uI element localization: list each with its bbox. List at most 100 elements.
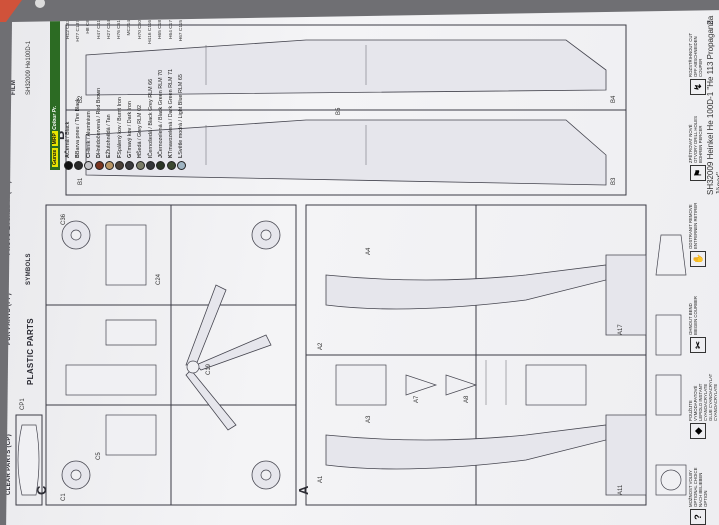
part-label-a7: A7 xyxy=(414,395,420,403)
paint-code: H65 C18 xyxy=(158,20,164,39)
paint-row: H Šedá / Grey RLM 02 H70 C60 xyxy=(135,20,145,170)
wing-lower xyxy=(85,119,607,186)
clear-sprue xyxy=(15,414,43,506)
paint-letter: B xyxy=(75,154,82,158)
paint-letter: H xyxy=(137,154,144,158)
part-label-a2: A2 xyxy=(318,342,324,350)
paint-letter: F xyxy=(116,154,123,158)
film-title: FILM xyxy=(11,79,17,95)
paint-swatch xyxy=(166,161,176,170)
symbol-text: POUŽIJTE VYMODAPATOVÉ LEPIDLO INSTANT CY… xyxy=(688,373,718,421)
paint-name: Černá / Black xyxy=(65,121,72,155)
paint-code: H12 C33 xyxy=(65,20,71,39)
table-background xyxy=(0,0,48,22)
symbol-text: ODSTRANIT REMOVE ENTFERNEN RETIRER xyxy=(688,202,698,249)
part-label-c19: C19 xyxy=(206,363,212,375)
paint-code: MC214 xyxy=(127,20,133,36)
part-label-a11: A11 xyxy=(618,484,624,495)
part-label-c24: C24 xyxy=(156,273,162,285)
part-label-c1: C1 xyxy=(61,493,67,501)
paint-letter: G xyxy=(126,153,133,158)
paint-swatch xyxy=(176,161,186,170)
part-label-b3: B3 xyxy=(611,177,617,185)
plastic-parts-title: PLASTIC PARTS xyxy=(26,318,35,385)
paint-name: Tmavozelená / Dark Green RLM 71 xyxy=(168,69,175,155)
propeller-blade xyxy=(185,284,227,366)
paint-swatch xyxy=(73,161,83,170)
paint-letter: K xyxy=(168,154,175,158)
symbol-text: MOŽNOST VOLBY OPTIONAL CHOICE NACH BELIE… xyxy=(688,467,708,507)
paint-name: Černozelená / Black Green RLM 70 xyxy=(157,69,164,155)
symbol-text: ZPĚTROVAT NOVÉ OTVORY DRILL HOLES BOHREN… xyxy=(688,116,703,163)
paint-name: Hnědočervená / Red Brown xyxy=(96,87,103,155)
paint-name: Šedá / Grey RLM 02 xyxy=(137,104,144,155)
paint-code: H47 C41 xyxy=(96,20,102,39)
symbol-icon: ✋ xyxy=(690,251,706,267)
paint-letter: D xyxy=(96,154,103,158)
symbol-icon: ↯ xyxy=(690,79,706,95)
clear-parts-title: CLEAR PARTS (CP) xyxy=(6,433,12,495)
pe-parts-title: PHOTO-ETCHED P. (PE) xyxy=(6,180,12,255)
paint-swatch xyxy=(94,161,104,170)
part-label-c36: C36 xyxy=(61,213,67,225)
paint-row: K Tmavozelená / Dark Green RLM 71 H64 C17 xyxy=(166,20,176,170)
part-label-b4: B4 xyxy=(611,95,617,103)
paint-name: Hliník / Aluminium xyxy=(85,111,92,155)
paint-code: H70 C60 xyxy=(137,20,143,39)
paint-code: H27 C44 xyxy=(106,20,112,39)
part-label-a3: A3 xyxy=(366,415,372,423)
paint-row: I Černošedá / Black Grey RLM 66 H416 C116 xyxy=(145,20,156,170)
paint-header-brand-a: Gunze xyxy=(52,147,58,167)
part-label-a1: A1 xyxy=(318,475,324,483)
symbol-icon: ✂ xyxy=(690,337,706,353)
page-number: 2 xyxy=(706,20,715,25)
wing-upper xyxy=(85,39,607,96)
symbol-text: OHNOUT BEND BIEGEN COURBER xyxy=(688,296,698,335)
part-label-a17: A17 xyxy=(618,324,624,335)
sprue-a-label: A xyxy=(296,485,311,495)
fuselage-right xyxy=(325,264,607,310)
fuselage-left xyxy=(325,424,607,470)
paint-code: H8 C8 xyxy=(86,20,92,34)
paint-row: D Hnědočervená / Red Brown H47 C41 xyxy=(94,20,104,170)
part-label-b5: B5 xyxy=(336,107,342,115)
paint-swatch xyxy=(125,161,135,170)
paint-swatch xyxy=(146,161,156,170)
part-label-a8: A8 xyxy=(464,395,470,403)
part-label-a4: A4 xyxy=(366,247,372,255)
part-label-b1: B1 xyxy=(78,177,84,185)
paint-letter: E xyxy=(106,154,113,158)
paint-code: H64 C17 xyxy=(168,20,174,39)
paint-code: H77 C137 xyxy=(75,20,81,42)
paint-name: Světle modrá / Light Blue RLM 65 xyxy=(178,74,185,155)
paint-letter: L xyxy=(178,154,185,158)
paint-name: Černošedá / Black Grey RLM 66 xyxy=(147,78,154,157)
rotated-page: PLASTIC PARTS A B C A1 A2 A3 A4 A7 A8 A1… xyxy=(6,10,719,525)
paint-letter: C xyxy=(85,154,92,158)
symbol-icon: ? xyxy=(690,509,706,525)
paint-letter: I xyxy=(147,156,154,159)
paint-name: Spálený kov / Burnt Iron xyxy=(116,97,123,155)
paint-code: H416 C116 xyxy=(148,20,154,44)
symbol-icon: ⚑ xyxy=(690,165,706,181)
pur-parts-title: PUR PARTS (PP) xyxy=(6,292,12,345)
footer-caption: SH32009 Heinkel He 100D-1 "He 113 Propag… xyxy=(706,15,719,195)
paint-swatch xyxy=(156,161,166,170)
part-label-c5: C5 xyxy=(96,452,102,460)
instruction-sheet: PLASTIC PARTS A B C A1 A2 A3 A4 A7 A8 A1… xyxy=(6,10,719,525)
paint-code: H67 C115 xyxy=(178,20,184,42)
paint-name: Barva pneu / Tire Black xyxy=(75,98,82,155)
symbol-icon: ◆ xyxy=(690,423,706,439)
paint-swatch xyxy=(115,161,125,170)
paint-list-header: Gunze MRP Colour Pr. xyxy=(50,20,60,170)
symbol-text: ROZSTŘIHNOUT CUT OFF ABSCHNEIDEN COUPER xyxy=(688,32,703,77)
paint-row: B Barva pneu / Tire Black H77 C137 xyxy=(73,20,83,170)
paint-header-brand-b: MRP xyxy=(52,131,58,147)
paint-header-brand-c: Colour Pr. xyxy=(52,105,58,130)
